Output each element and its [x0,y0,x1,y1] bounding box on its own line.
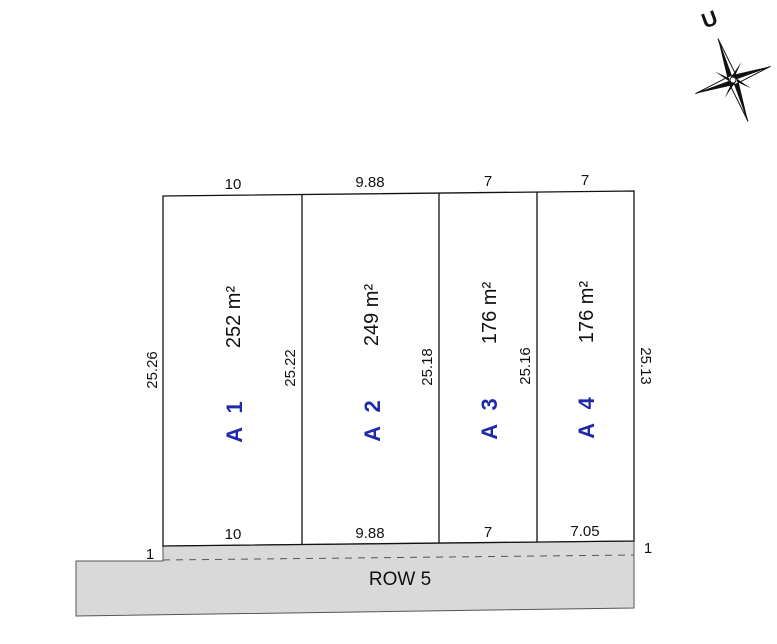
road-offset-right: 1 [644,540,652,557]
lot-a2-area: 249 m² [361,284,383,347]
lot-a4-area: 176 m² [576,281,598,344]
lot-right-side: 25.13 [637,347,654,385]
lot-a4-left-side: 25.16 [517,347,534,385]
lots-outline [162,190,635,547]
compass-rose-icon [695,38,771,122]
compass-north-label: U [699,6,721,33]
lot-a4-bottom-width: 7.05 [570,523,599,540]
lot-a1-top-width: 10 [225,176,242,193]
lot-a1-area: 252 m² [223,286,245,349]
road-label: ROW 5 [369,569,431,590]
lot-a1-left-side: 25.26 [144,351,161,389]
lot-a3-bottom-width: 7 [484,524,492,541]
lot-a3-top-width: 7 [484,173,492,190]
lot-a3-left-side: 25.18 [419,348,436,386]
road-strip [75,540,635,617]
lot-a2-id: A 2 [360,396,385,441]
lot-a2-top-width: 9.88 [355,174,384,191]
road-setback-line [162,554,635,561]
lot-a4-id: A 4 [574,393,599,438]
lot-a2-left-side: 25.22 [282,349,299,387]
lot-a4-top-width: 7 [581,172,589,189]
lot-a3-id: A 3 [477,394,502,439]
lot-a2-bottom-width: 9.88 [355,525,384,542]
lot-a1-id: A 1 [222,397,247,442]
lot-a1-bottom-width: 10 [225,526,242,543]
lot-a3-area: 176 m² [479,282,501,345]
road-offset-left: 1 [146,546,154,563]
